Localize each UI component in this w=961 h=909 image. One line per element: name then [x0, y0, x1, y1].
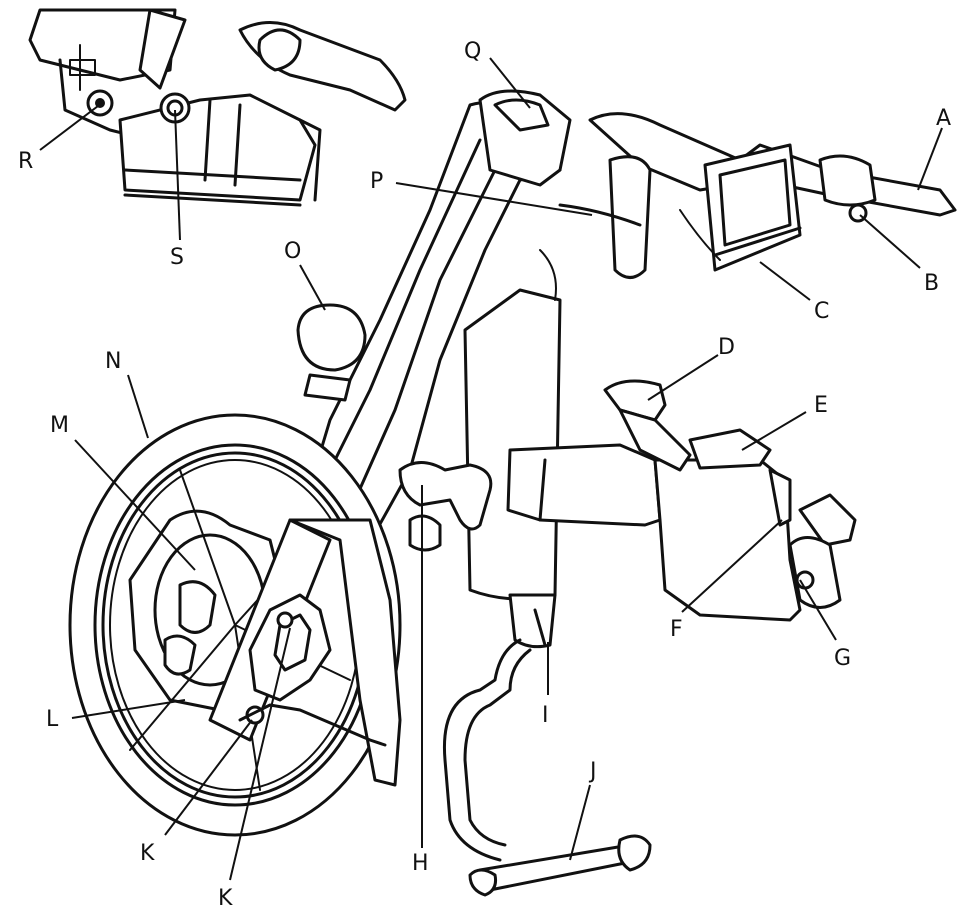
- label-n: N: [105, 349, 121, 374]
- label-k-2: K: [218, 886, 233, 909]
- label-h: H: [412, 851, 429, 876]
- label-l: L: [46, 707, 59, 732]
- label-f: F: [670, 617, 683, 642]
- label-r: R: [18, 149, 33, 174]
- handbike-frame-drawing: [296, 89, 957, 897]
- label-b: B: [924, 271, 939, 296]
- label-j: J: [588, 759, 597, 784]
- label-o: O: [284, 239, 301, 264]
- part-labels: A B C D E F G H I J K K L M N O P Q R S: [18, 39, 951, 909]
- label-p: P: [370, 169, 383, 194]
- label-q: Q: [464, 39, 481, 64]
- label-s: S: [170, 245, 184, 270]
- inset-detail-drawing: [28, 8, 407, 207]
- front-wheel-drawing: [68, 413, 402, 837]
- leader-lines: [39, 57, 943, 881]
- label-c: C: [814, 299, 829, 324]
- label-i: I: [542, 703, 549, 728]
- label-a: A: [936, 106, 951, 131]
- label-e: E: [814, 393, 828, 418]
- label-d: D: [718, 335, 735, 360]
- label-k-1: K: [140, 841, 155, 866]
- label-m: M: [50, 413, 69, 438]
- label-g: G: [834, 646, 851, 671]
